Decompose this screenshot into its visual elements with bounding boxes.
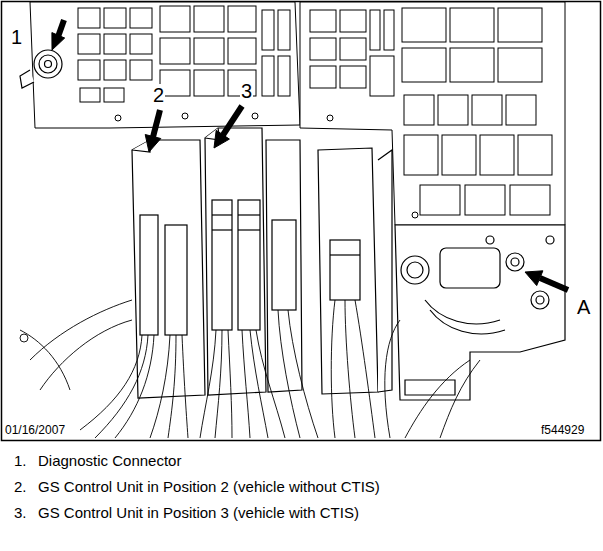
callout-number: 2 xyxy=(152,84,165,106)
diagnostic-connector xyxy=(20,50,62,88)
legend-number: 1. xyxy=(14,453,27,470)
frame xyxy=(2,2,601,441)
legend-text: GS Control Unit in Position 3 (vehicle w… xyxy=(38,505,359,522)
legend-text: Diagnostic Connector xyxy=(38,453,181,470)
legend-text: GS Control Unit in Position 2 (vehicle w… xyxy=(38,479,380,496)
figure-id: f544929 xyxy=(540,424,585,437)
legend-number: 2. xyxy=(14,479,27,496)
callout-arrows xyxy=(52,20,568,290)
date-stamp: 01/16/2007 xyxy=(4,424,66,437)
legend-number: 3. xyxy=(14,505,27,522)
callout-letter: A xyxy=(576,296,591,318)
callout-number: 3 xyxy=(240,80,253,102)
wire-harness xyxy=(20,300,480,438)
power-bracket xyxy=(395,225,565,400)
callout-number: 1 xyxy=(10,26,23,48)
